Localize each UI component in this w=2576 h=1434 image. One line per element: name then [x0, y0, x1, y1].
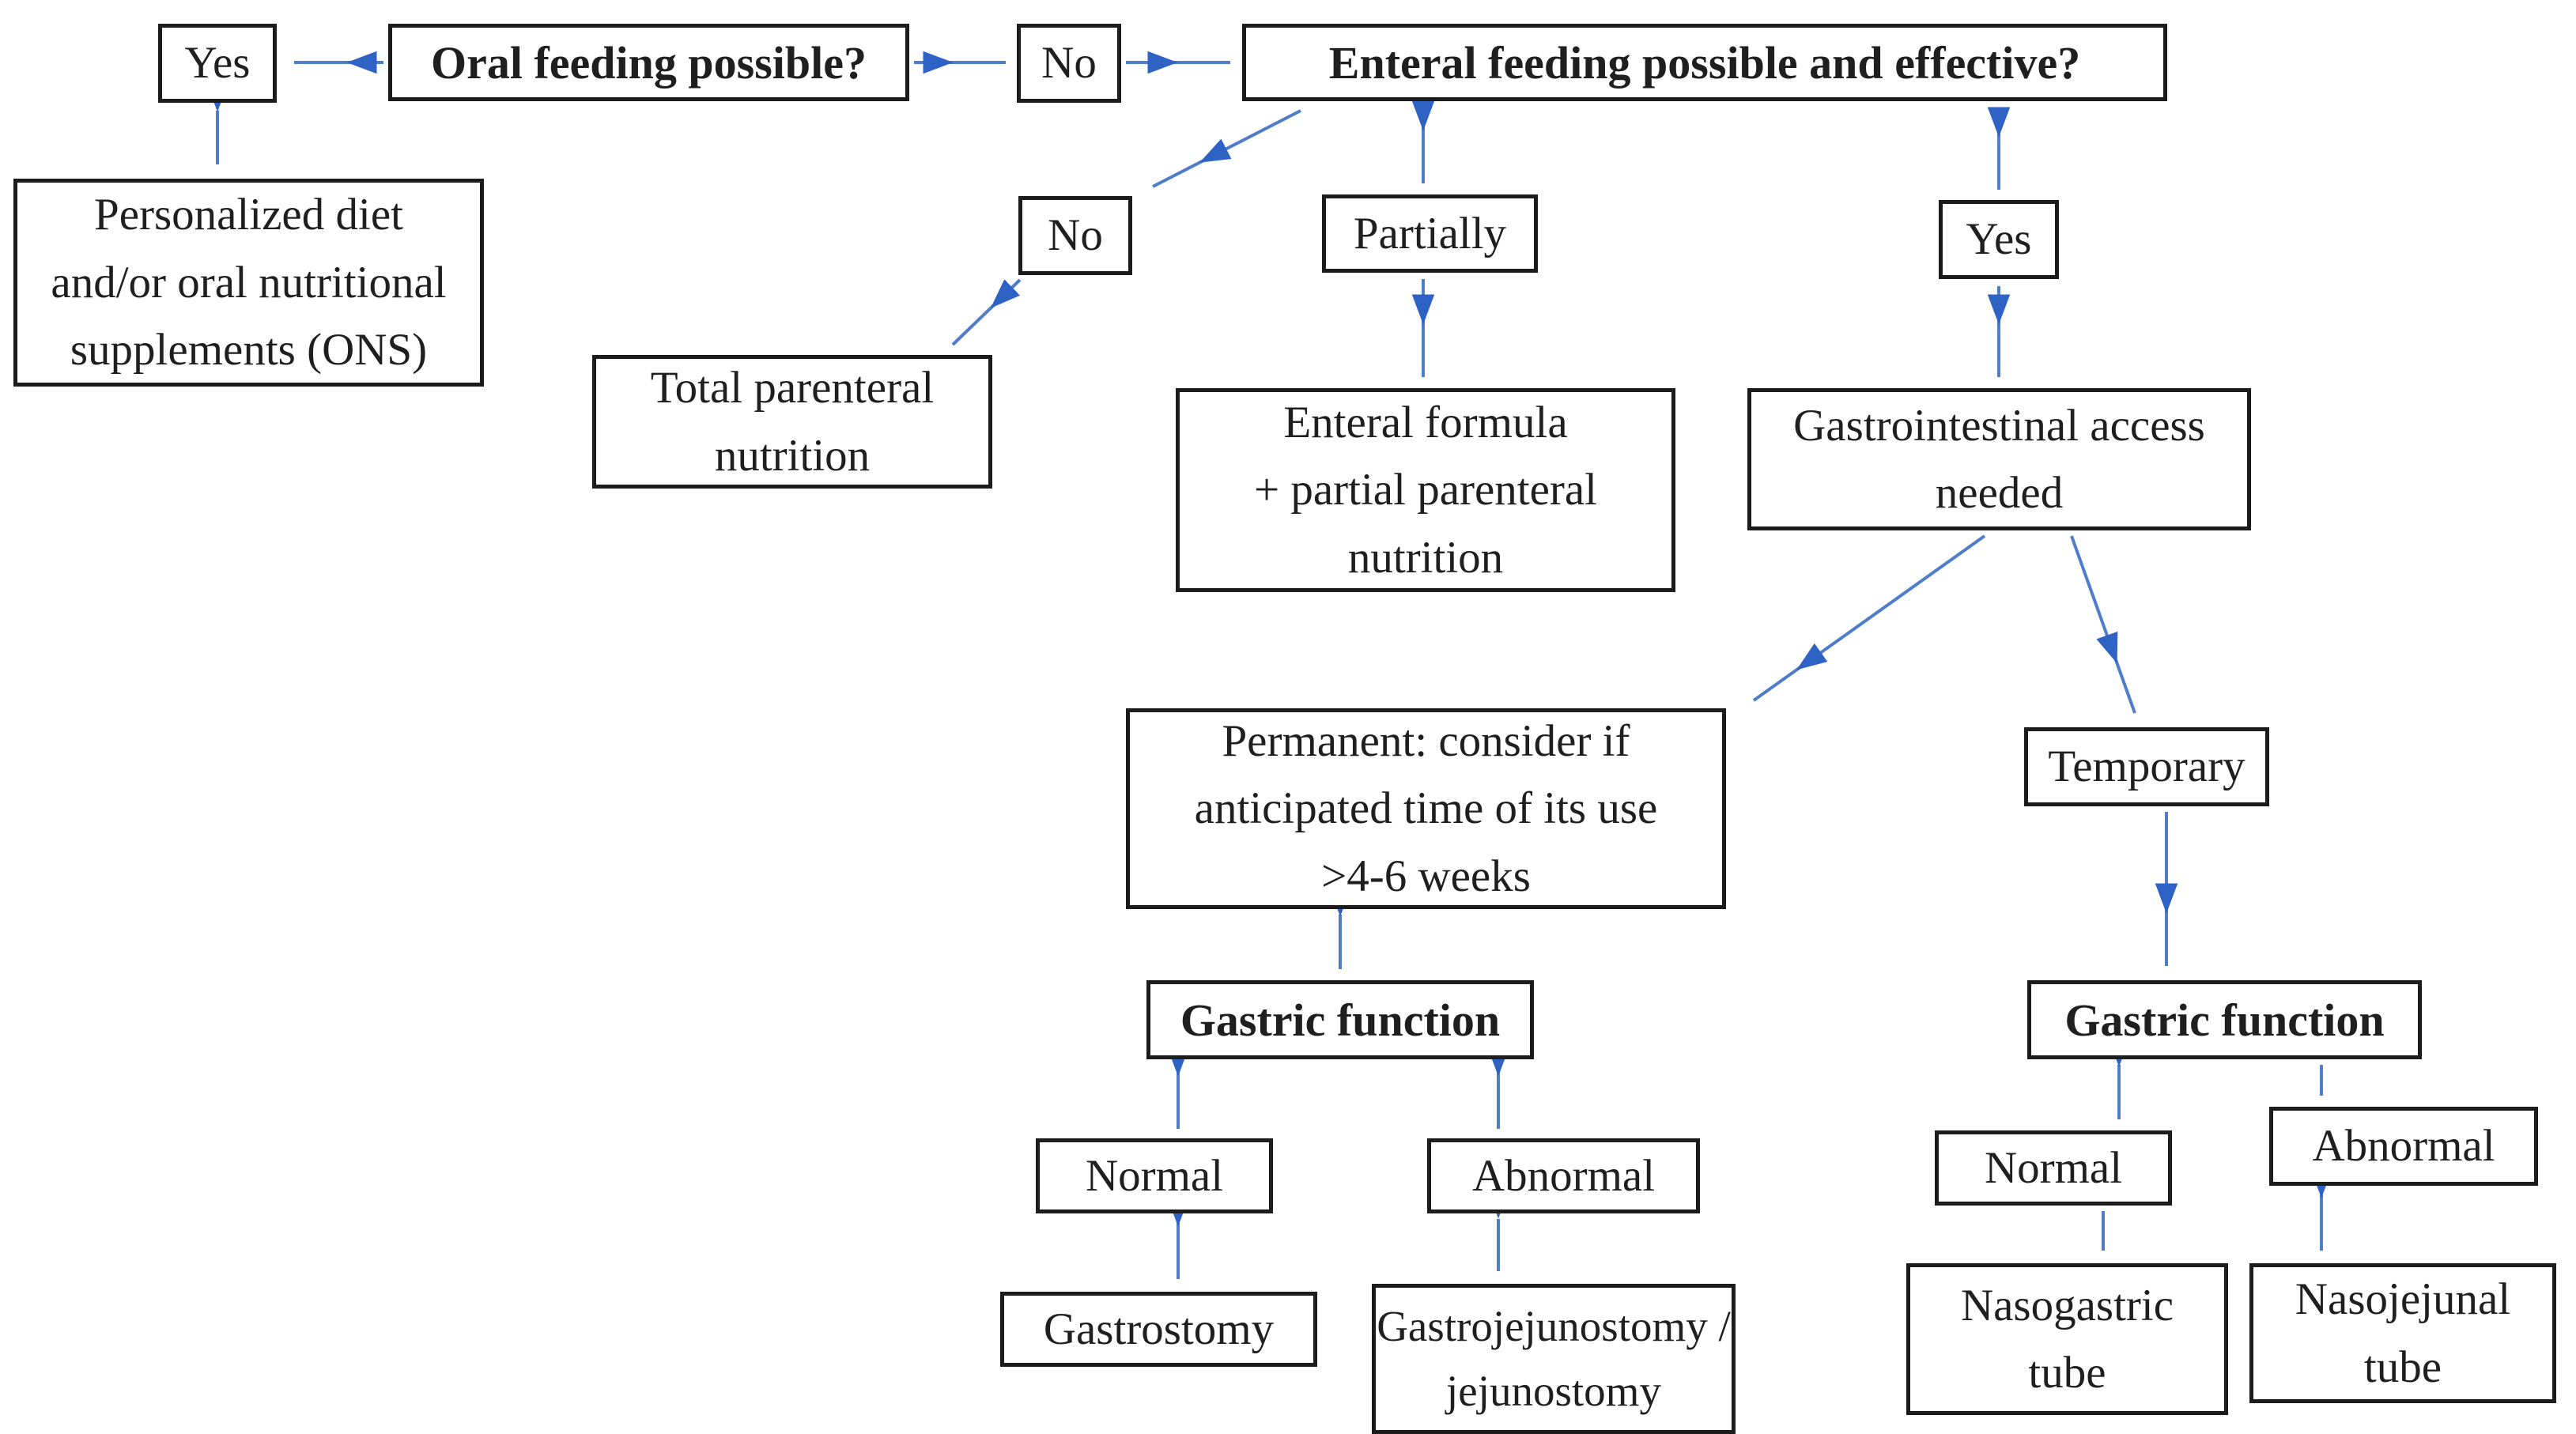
- node-yes-branch: Yes: [1939, 200, 2059, 279]
- node-gastrointestinal-access: Gastrointestinal access needed: [1747, 388, 2251, 530]
- node-oral-feeding-question: Oral feeding possible?: [388, 24, 909, 101]
- node-permanent-access: Permanent: consider if anticipated time …: [1126, 708, 1726, 909]
- edge-enteral-to-no-branch: [1152, 109, 1301, 188]
- node-nasogastric-tube: Nasogastric tube: [1906, 1263, 2228, 1415]
- node-personalized-diet: Personalized diet and/or oral nutritiona…: [13, 179, 484, 387]
- node-gastric-function-right: Gastric function: [2027, 980, 2422, 1059]
- edge-gi-access-to-temporary: [2070, 535, 2136, 714]
- node-normal-right: Normal: [1935, 1130, 2172, 1206]
- edge-no-branch-to-tpn: [951, 278, 1022, 346]
- node-nasojejunal-tube: Nasojejunal tube: [2249, 1263, 2556, 1403]
- node-yes-top: Yes: [158, 24, 277, 103]
- node-gastrostomy: Gastrostomy: [1000, 1292, 1317, 1367]
- node-temporary-access: Temporary: [2024, 727, 2269, 806]
- node-enteral-feeding-question: Enteral feeding possible and effective?: [1242, 24, 2167, 101]
- node-partially: Partially: [1322, 194, 1538, 273]
- node-abnormal-right: Abnormal: [2269, 1107, 2538, 1186]
- edge-gi-access-to-permanent: [1752, 534, 1986, 702]
- node-gastric-function-left: Gastric function: [1146, 980, 1534, 1059]
- node-no-branch: No: [1018, 196, 1132, 275]
- node-no-top: No: [1017, 24, 1121, 103]
- node-total-parenteral-nutrition: Total parenteral nutrition: [592, 355, 992, 489]
- node-abnormal-left: Abnormal: [1427, 1138, 1700, 1213]
- node-gastrojejunostomy: Gastrojejunostomy / jejunostomy: [1372, 1284, 1736, 1434]
- node-normal-left: Normal: [1036, 1138, 1273, 1213]
- node-enteral-formula: Enteral formula + partial parenteral nut…: [1176, 388, 1675, 592]
